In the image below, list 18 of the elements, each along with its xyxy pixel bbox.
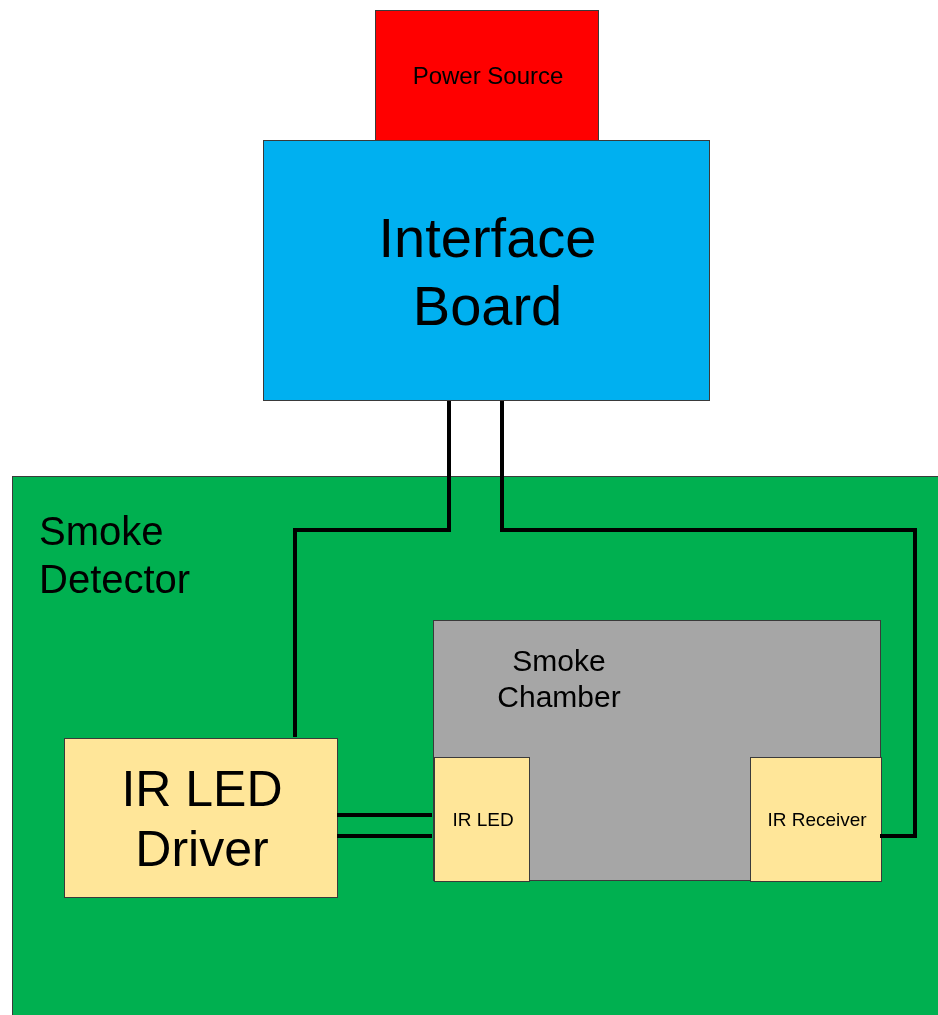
node-label: Power Source <box>412 62 564 91</box>
node-label: IR Receiver <box>767 809 867 832</box>
node-label: IR LED <box>452 809 514 832</box>
node-label: Smoke Detector <box>39 508 192 603</box>
power-source-box <box>375 10 599 141</box>
smoke-detector-panel <box>12 476 938 1015</box>
connector-line <box>337 813 432 817</box>
ir-receiver-box <box>750 757 882 882</box>
smoke-chamber-box <box>433 620 881 881</box>
node-label: Interface Board <box>377 205 598 339</box>
ir-led-box <box>434 757 530 882</box>
node-label: IR LED Driver <box>120 760 284 879</box>
connector-line <box>293 401 451 737</box>
interface-board-box <box>263 140 710 401</box>
connector-line <box>337 834 432 838</box>
node-label: Smoke Chamber <box>496 643 622 715</box>
ir-led-driver-box <box>64 738 338 898</box>
connector-line <box>500 401 917 838</box>
